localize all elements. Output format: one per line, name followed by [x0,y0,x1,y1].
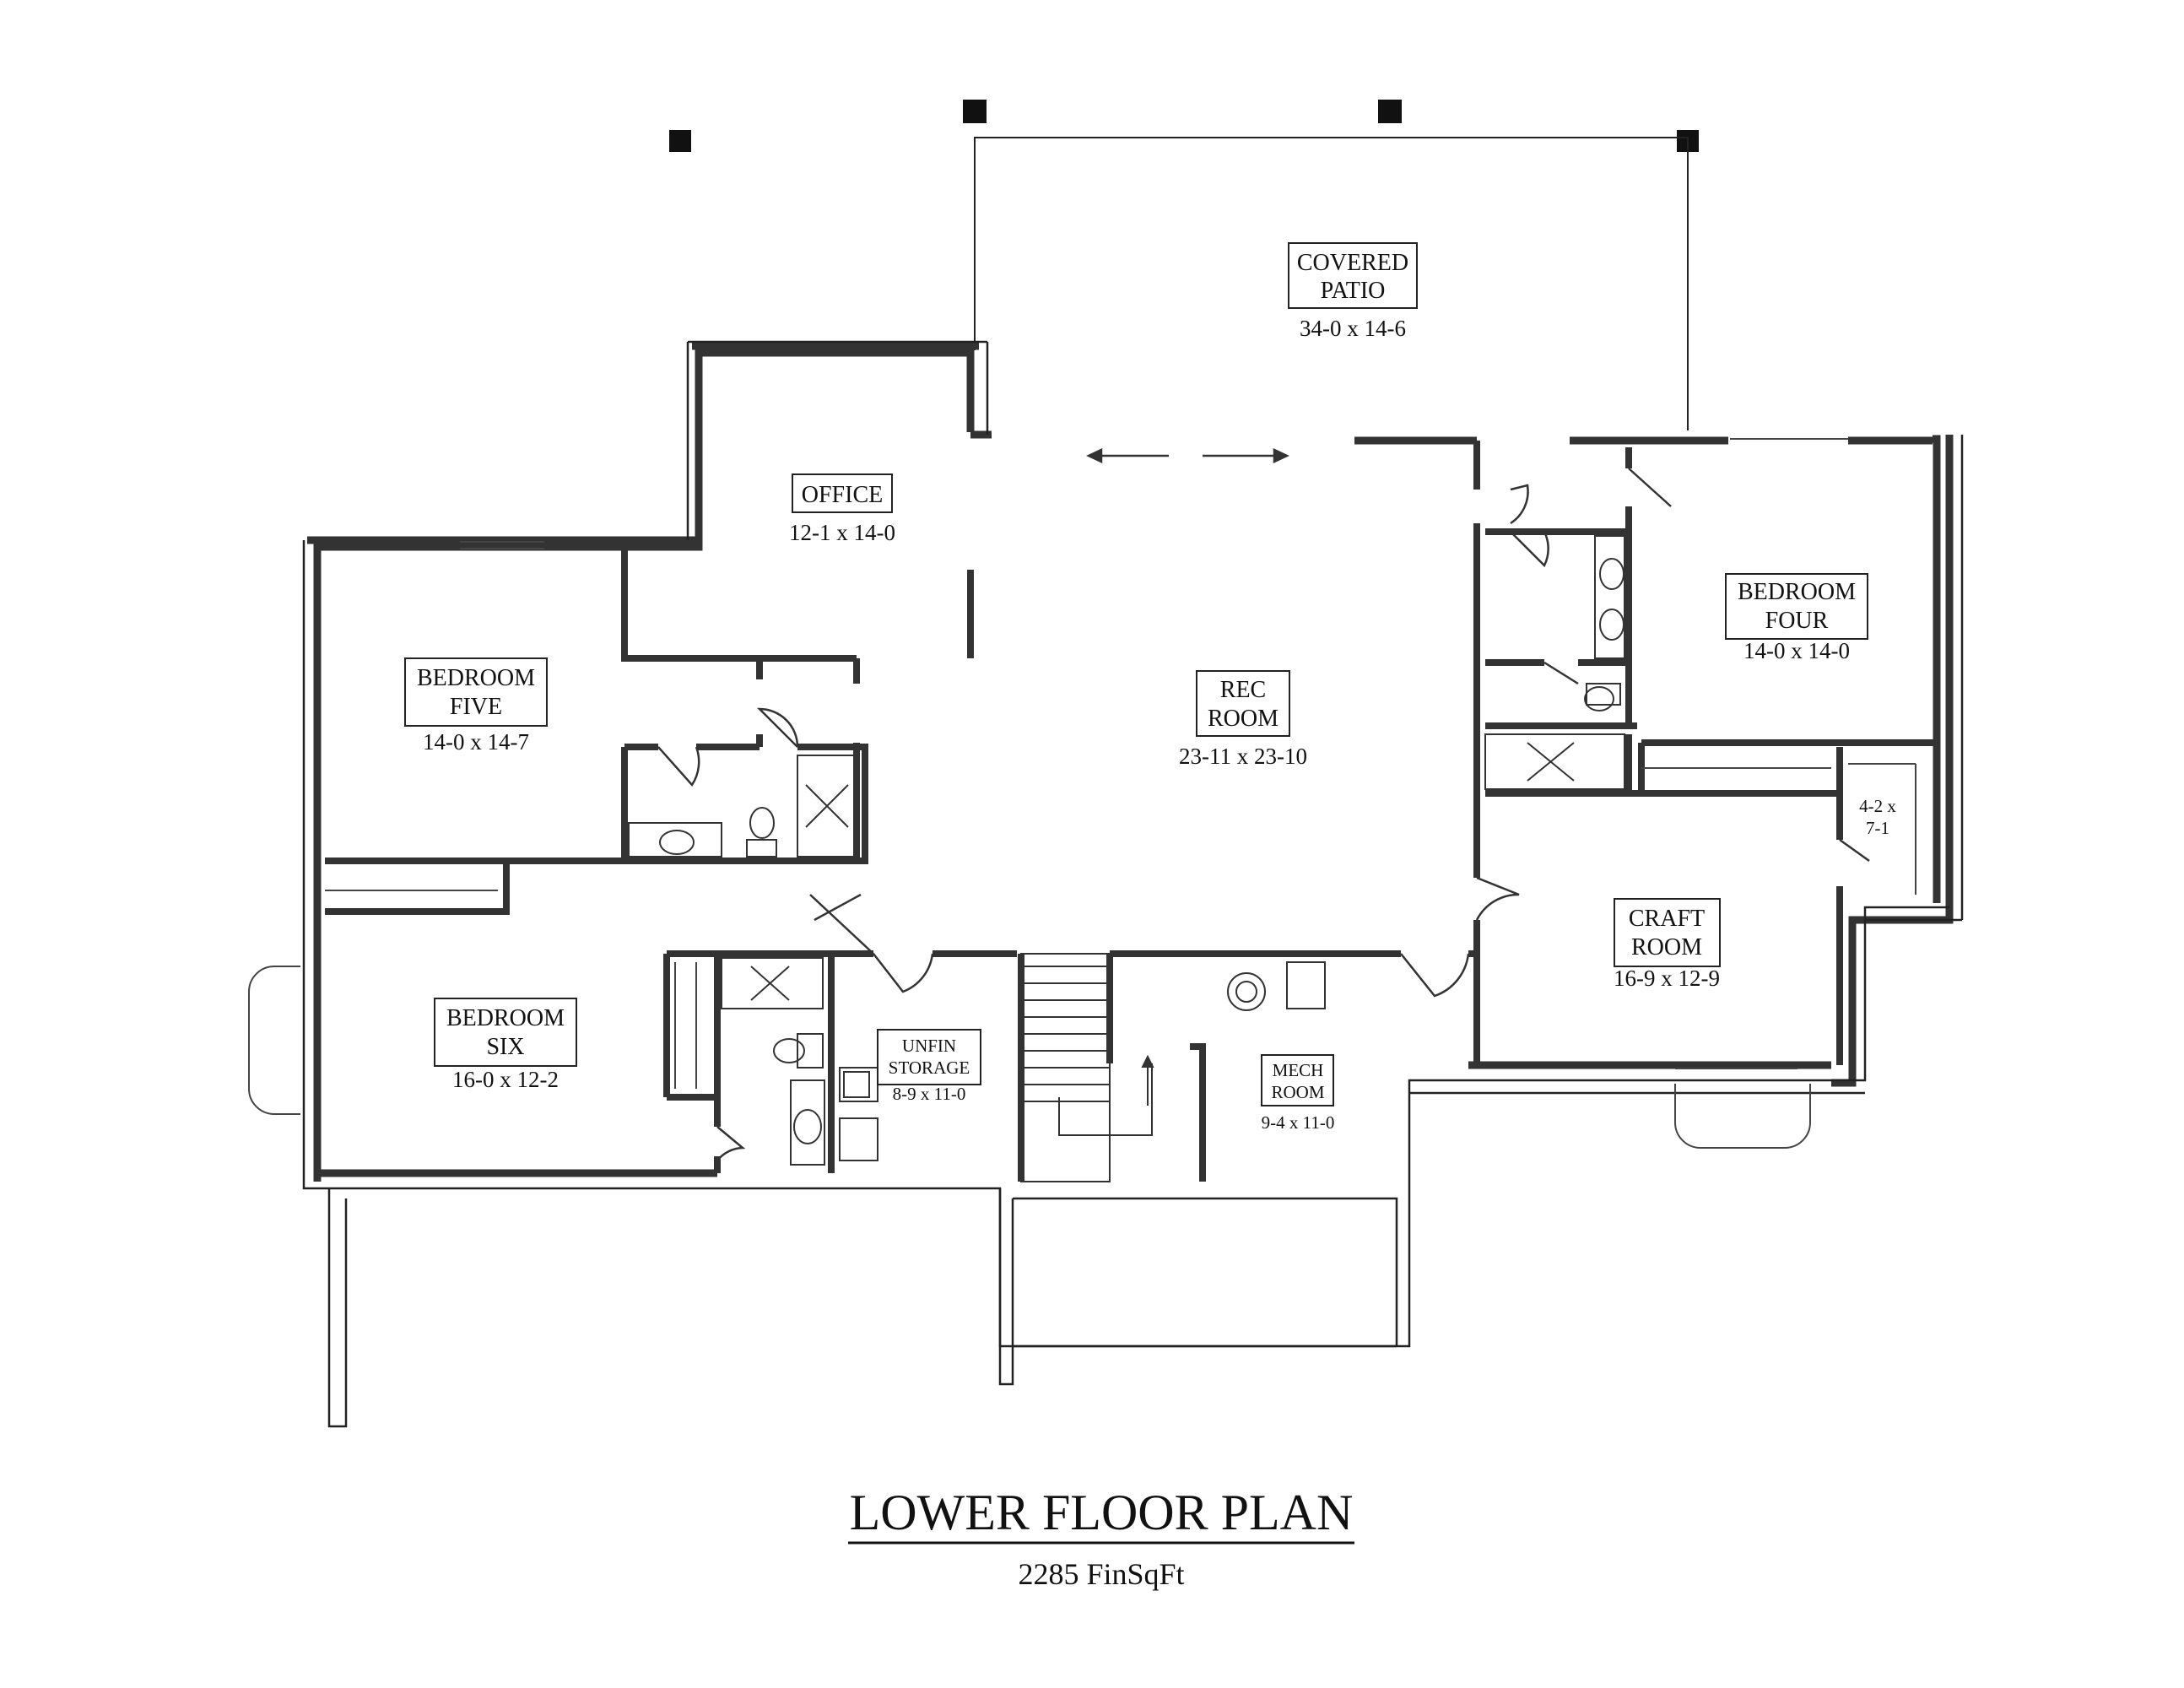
room-name: BEDROOM [417,665,535,691]
covered-patio-outline [974,137,1689,430]
foundation-walls [302,340,1964,1428]
room-name: ROOM [1271,1082,1324,1102]
room-name: ROOM [1208,706,1279,732]
room-name: SIX [486,1034,524,1060]
plan-title-block: LOWER FLOOR PLAN 2285 FinSqFt [848,1485,1354,1591]
room-bedroom-six: BEDROOM SIX 16-0 x 12-2 [434,998,577,1092]
room-name: CRAFT [1629,906,1705,932]
room-craft-room: CRAFT ROOM 16-9 x 12-9 [1614,898,1721,991]
patio-post [963,100,987,123]
room-name: PATIO [1321,278,1386,304]
room-name: OFFICE [802,482,883,508]
patio-post [669,130,691,152]
room-name: BEDROOM [1738,579,1856,605]
room-bedroom-five: BEDROOM FIVE 14-0 x 14-7 [404,657,548,755]
room-unfin-storage: UNFIN STORAGE 8-9 x 11-0 [877,1029,981,1104]
room-rec-room: REC ROOM 23-11 x 23-10 [1179,670,1307,769]
closet-lines [325,763,1916,1089]
room-name: FIVE [450,694,502,720]
room-name: MECH [1273,1060,1324,1080]
room-dimensions: 16-0 x 12-2 [452,1067,559,1092]
interior-walls [325,441,1937,1182]
plan-title: LOWER FLOOR PLAN [850,1485,1354,1540]
room-office: OFFICE 12-1 x 14-0 [789,473,895,545]
fixtures [628,535,1625,1166]
sliding-door [1086,448,1289,463]
doors [657,468,1870,1161]
room-dimensions: 16-9 x 12-9 [1614,966,1720,991]
room-name: UNFIN [902,1036,956,1056]
room-dimensions: 14-0 x 14-7 [423,729,529,755]
room-name: COVERED [1297,250,1408,276]
room-name: STORAGE [889,1058,970,1078]
room-dimensions: 34-0 x 14-6 [1300,316,1406,341]
room-dimensions: 9-4 x 11-0 [1262,1112,1335,1133]
patio-posts [669,100,1699,152]
patio-post [1378,100,1402,123]
exterior-walls [307,342,1954,1182]
room-closet: 4-2 x 7-1 [1859,796,1896,838]
room-mech-room: MECH ROOM 9-4 x 11-0 [1261,1054,1335,1133]
room-bedroom-four: BEDROOM FOUR 14-0 x 14-0 [1725,573,1868,663]
room-dimensions: 23-11 x 23-10 [1179,744,1307,769]
room-name: FOUR [1765,608,1829,634]
stairs [1020,953,1154,1182]
room-dimensions: 7-1 [1866,818,1889,838]
plan-subtitle: 2285 FinSqFt [1018,1557,1184,1591]
room-name: ROOM [1631,934,1702,960]
room-name: BEDROOM [446,1005,565,1031]
room-name: REC [1220,677,1266,703]
room-covered-patio: COVERED PATIO 34-0 x 14-6 [1288,242,1418,341]
room-dimensions: 14-0 x 14-0 [1743,638,1850,663]
room-dimensions: 4-2 x [1859,796,1896,816]
room-dimensions: 12-1 x 14-0 [789,520,895,545]
room-dimensions: 8-9 x 11-0 [893,1084,966,1104]
windows [248,438,1848,1149]
